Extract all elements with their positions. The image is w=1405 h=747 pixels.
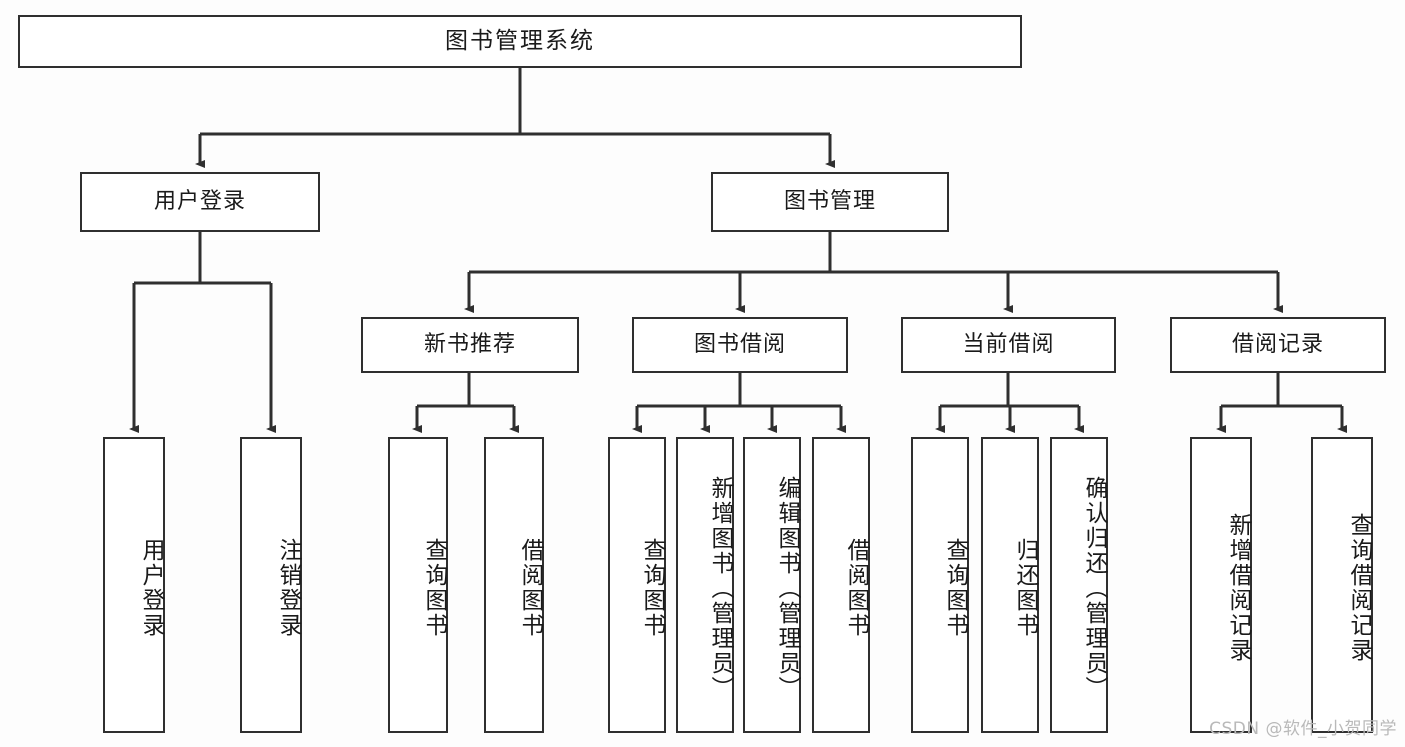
node-label: 注销登录	[275, 538, 301, 638]
node-root-system[interactable]: 图书管理系统	[18, 15, 1022, 68]
node-label: 用户登录	[138, 538, 164, 638]
leaf-logout-login[interactable]: 注销登录	[240, 437, 302, 733]
node-book-management[interactable]: 图书管理	[711, 172, 949, 232]
leaf-return-book[interactable]: 归还图书	[981, 437, 1039, 733]
node-label: 查询图书	[639, 538, 665, 638]
leaf-user-login[interactable]: 用户登录	[103, 437, 165, 733]
node-label: 编辑图书（管理员）	[774, 475, 800, 701]
node-label: 查询借阅记录	[1346, 513, 1372, 663]
node-label: 新增借阅记录	[1225, 513, 1251, 663]
node-book-borrow[interactable]: 图书借阅	[632, 317, 848, 373]
node-label: 图书借阅	[693, 331, 786, 357]
node-new-book-recommend[interactable]: 新书推荐	[361, 317, 579, 373]
node-label: 图书管理	[783, 188, 876, 214]
node-current-borrow[interactable]: 当前借阅	[901, 317, 1116, 373]
node-borrow-record[interactable]: 借阅记录	[1170, 317, 1386, 373]
leaf-query-book-borrow[interactable]: 查询图书	[608, 437, 666, 733]
leaf-confirm-return-admin[interactable]: 确认归还（管理员）	[1050, 437, 1108, 733]
node-user-login[interactable]: 用户登录	[80, 172, 320, 232]
node-label: 归还图书	[1012, 538, 1038, 638]
node-label: 查询图书	[421, 538, 447, 638]
leaf-query-book-recommend[interactable]: 查询图书	[388, 437, 448, 733]
node-label: 借阅记录	[1231, 331, 1324, 357]
node-label: 查询图书	[942, 538, 968, 638]
node-label: 新增图书（管理员）	[707, 475, 733, 701]
node-label: 借阅图书	[843, 538, 869, 638]
leaf-edit-book-admin[interactable]: 编辑图书（管理员）	[743, 437, 801, 733]
node-label: 新书推荐	[423, 331, 516, 357]
leaf-query-book-current[interactable]: 查询图书	[911, 437, 969, 733]
leaf-borrow-book-recommend[interactable]: 借阅图书	[484, 437, 544, 733]
node-label: 确认归还（管理员）	[1081, 475, 1107, 701]
leaf-borrow-book[interactable]: 借阅图书	[812, 437, 870, 733]
leaf-add-borrow-record[interactable]: 新增借阅记录	[1190, 437, 1252, 733]
node-label: 借阅图书	[517, 538, 543, 638]
leaf-query-borrow-record[interactable]: 查询借阅记录	[1311, 437, 1373, 733]
node-label: 当前借阅	[962, 331, 1055, 357]
node-label: 图书管理系统	[445, 27, 595, 54]
node-label: 用户登录	[153, 188, 246, 214]
leaf-add-book-admin[interactable]: 新增图书（管理员）	[676, 437, 734, 733]
watermark: CSDN @软件_小贺同学	[1209, 719, 1397, 739]
